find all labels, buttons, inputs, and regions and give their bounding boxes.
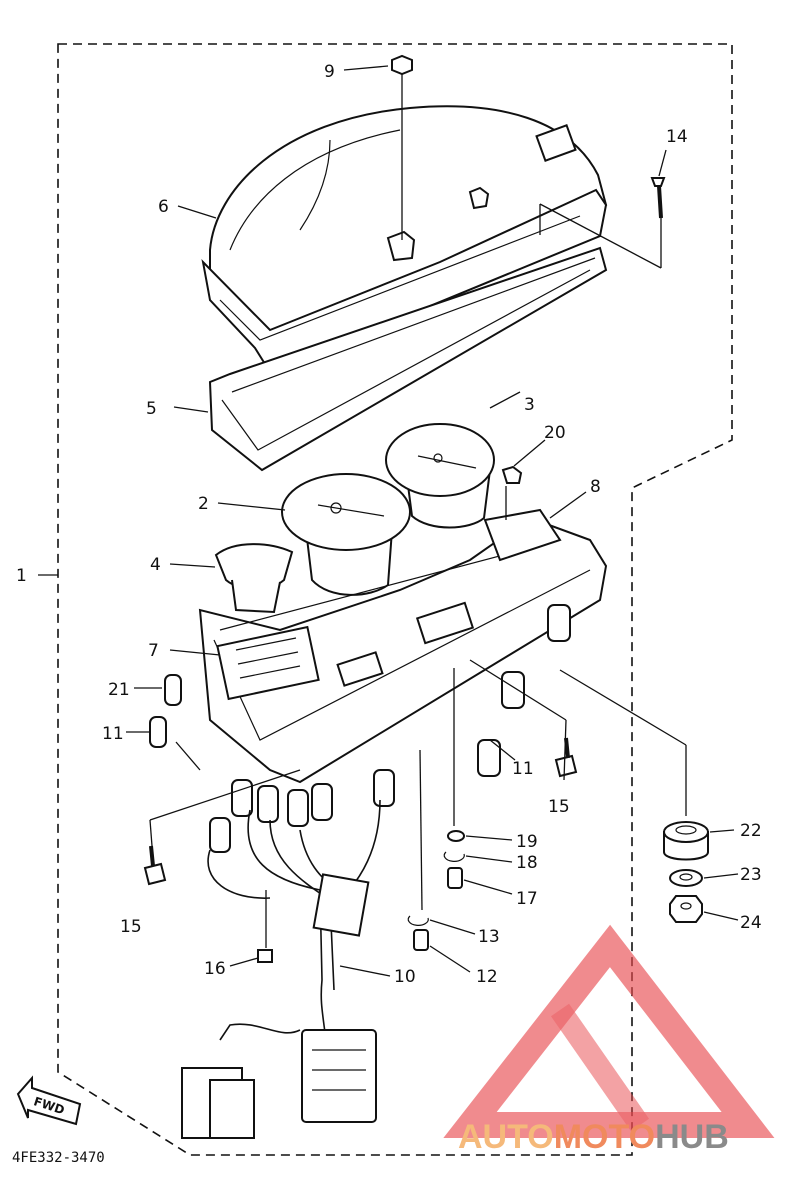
small-parts bbox=[16, 54, 709, 1126]
case-seal bbox=[208, 246, 608, 472]
leader-lines bbox=[38, 65, 739, 977]
callout-11b: 11 bbox=[512, 759, 534, 779]
assembly-boundary bbox=[57, 43, 733, 1156]
callout-3: 3 bbox=[524, 395, 535, 415]
bulb-sockets bbox=[209, 604, 571, 853]
callout-16: 16 bbox=[204, 959, 226, 979]
fwd-arrow bbox=[16, 1075, 82, 1126]
callout-9: 9 bbox=[324, 62, 335, 82]
callout-15a: 15 bbox=[120, 917, 142, 937]
callout-8: 8 bbox=[590, 477, 601, 497]
callout-23: 23 bbox=[740, 865, 762, 885]
callout-21: 21 bbox=[108, 680, 130, 700]
callout-10: 10 bbox=[394, 967, 416, 987]
callout-2: 2 bbox=[198, 494, 209, 514]
callout-6: 6 bbox=[158, 197, 169, 217]
callout-19: 19 bbox=[516, 832, 538, 852]
tachometer-gauge bbox=[281, 473, 411, 596]
watermark-hub: HUB bbox=[655, 1118, 729, 1156]
meter-housing bbox=[198, 508, 608, 784]
upper-case bbox=[201, 105, 608, 374]
callout-24: 24 bbox=[740, 913, 762, 933]
wire-harness bbox=[181, 799, 381, 1139]
watermark-moto: MOTO bbox=[554, 1118, 655, 1156]
callout-17: 17 bbox=[516, 889, 538, 909]
callout-1: 1 bbox=[16, 566, 27, 586]
speedometer-gauge bbox=[385, 423, 495, 529]
watermark-auto: AUTO bbox=[458, 1118, 554, 1156]
callouts: 1 2 3 4 5 6 7 8 9 10 11 11 12 13 14 15 1… bbox=[16, 62, 762, 987]
callout-5: 5 bbox=[146, 399, 157, 419]
callout-22: 22 bbox=[740, 821, 762, 841]
callout-18: 18 bbox=[516, 853, 538, 873]
callout-4: 4 bbox=[150, 555, 161, 575]
watermark-logo bbox=[443, 924, 775, 1138]
callout-12: 12 bbox=[476, 967, 498, 987]
fuel-gauge bbox=[214, 543, 294, 614]
callout-13: 13 bbox=[478, 927, 500, 947]
part-code: 4FE332-3470 bbox=[12, 1150, 105, 1166]
callout-11a: 11 bbox=[102, 724, 124, 744]
callout-14: 14 bbox=[666, 127, 688, 147]
watermark-text: AUTOMOTOHUB bbox=[458, 1118, 729, 1156]
callout-20: 20 bbox=[544, 423, 566, 443]
callout-15b: 15 bbox=[548, 797, 570, 817]
callout-7: 7 bbox=[148, 641, 159, 661]
